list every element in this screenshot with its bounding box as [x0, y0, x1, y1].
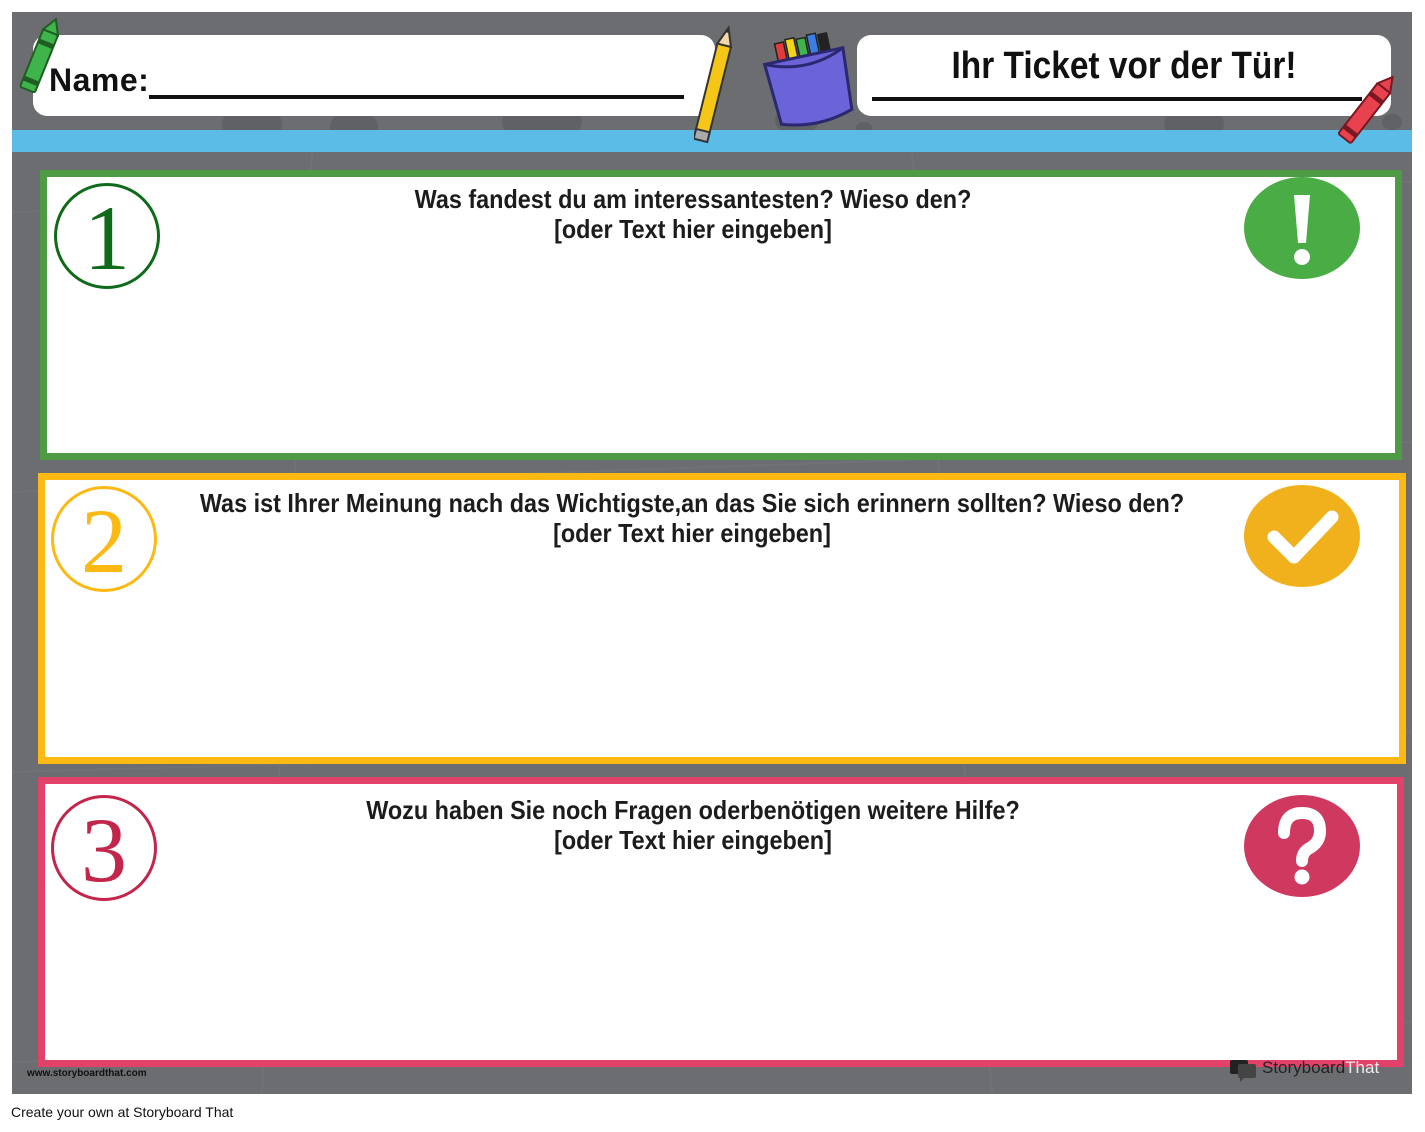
question-panel-2[interactable]: 2 Was ist Ihrer Meinung nach das Wichtig…: [38, 473, 1406, 764]
header-stripe: [12, 130, 1412, 152]
website-url[interactable]: www.storyboardthat.com: [27, 1068, 147, 1079]
title-box: Ihr Ticket vor der Tür!: [857, 35, 1391, 116]
green-crayon-icon: [19, 17, 60, 94]
question-1-placeholder[interactable]: [oder Text hier eingeben]: [554, 214, 832, 244]
brand-name: StoryboardThat: [1262, 1058, 1379, 1078]
number-badge-3: 3: [51, 795, 157, 901]
brand-name-part1: Storyboard: [1262, 1058, 1346, 1077]
number-badge-1: 1: [54, 183, 160, 289]
red-crayon-icon: [1337, 75, 1394, 144]
question-text-2: Was ist Ihrer Meinung nach das Wichtigst…: [83, 488, 1302, 548]
number-badge-2: 2: [51, 486, 157, 592]
question-panel-3[interactable]: 3 Wozu haben Sie noch Fragen oderbenötig…: [38, 777, 1404, 1067]
question-1-line1: Was fandest du am interessantesten? Wies…: [414, 184, 972, 214]
footer-credit[interactable]: Create your own at Storyboard That: [11, 1104, 234, 1120]
question-text-3: Wozu haben Sie noch Fragen oderbenötigen…: [85, 795, 1302, 855]
question-text-1: Was fandest du am interessantesten? Wies…: [86, 184, 1299, 244]
question-3-line1: Wozu haben Sie noch Fragen oderbenötigen…: [366, 795, 1020, 825]
page-title: Ihr Ticket vor der Tür!: [951, 45, 1297, 87]
name-line[interactable]: [149, 95, 684, 99]
crayon-box-icon: [762, 32, 854, 127]
title-underline: [872, 97, 1362, 101]
checkmark-icon: [1244, 485, 1360, 587]
worksheet-canvas: Name: Ihr Ticket vor der Tür!: [12, 12, 1412, 1094]
speech-bubble-icon: [1230, 1060, 1256, 1082]
brand-name-part2: That: [1345, 1058, 1380, 1077]
exclamation-icon: [1244, 177, 1360, 279]
question-2-line1: Was ist Ihrer Meinung nach das Wichtigst…: [199, 488, 1185, 518]
name-box: Name:: [33, 35, 715, 116]
question-mark-icon: [1244, 795, 1360, 897]
question-2-placeholder[interactable]: [oder Text hier eingeben]: [553, 518, 831, 548]
question-panel-1[interactable]: 1 Was fandest du am interessantesten? Wi…: [40, 170, 1402, 460]
question-3-placeholder[interactable]: [oder Text hier eingeben]: [554, 825, 832, 855]
pencil-icon: [694, 25, 733, 144]
name-label: Name:: [49, 62, 150, 98]
